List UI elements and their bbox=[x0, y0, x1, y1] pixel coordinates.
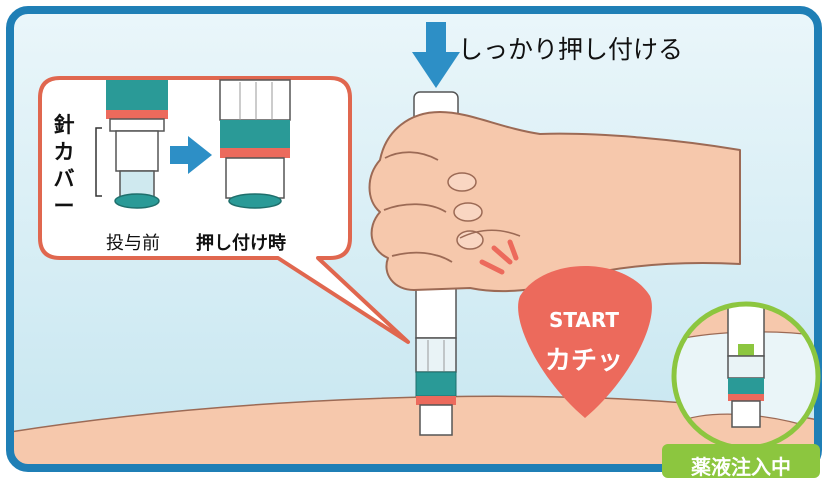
needle-cover-label: 針カバー bbox=[53, 113, 75, 218]
pen-after-icon bbox=[219, 79, 291, 209]
before-label: 投与前 bbox=[106, 233, 160, 254]
frame-border bbox=[6, 6, 822, 472]
status-label-box bbox=[662, 444, 820, 478]
after-label: 押し付け時 bbox=[196, 233, 286, 254]
instruction-text: しっかり押し付ける bbox=[458, 35, 684, 64]
status-label: 薬液注入中 bbox=[691, 455, 791, 479]
zoom-circle bbox=[671, 301, 821, 451]
needle-cover-bracket bbox=[95, 127, 102, 197]
pen-before-icon bbox=[106, 80, 168, 209]
press-arrow-icon bbox=[412, 22, 460, 88]
start-badge-line2: カチッ bbox=[544, 346, 623, 376]
start-badge bbox=[518, 266, 652, 418]
arrow-right-icon bbox=[170, 136, 212, 174]
click-sound-lines bbox=[479, 239, 519, 275]
start-badge-line1: START bbox=[548, 308, 620, 332]
